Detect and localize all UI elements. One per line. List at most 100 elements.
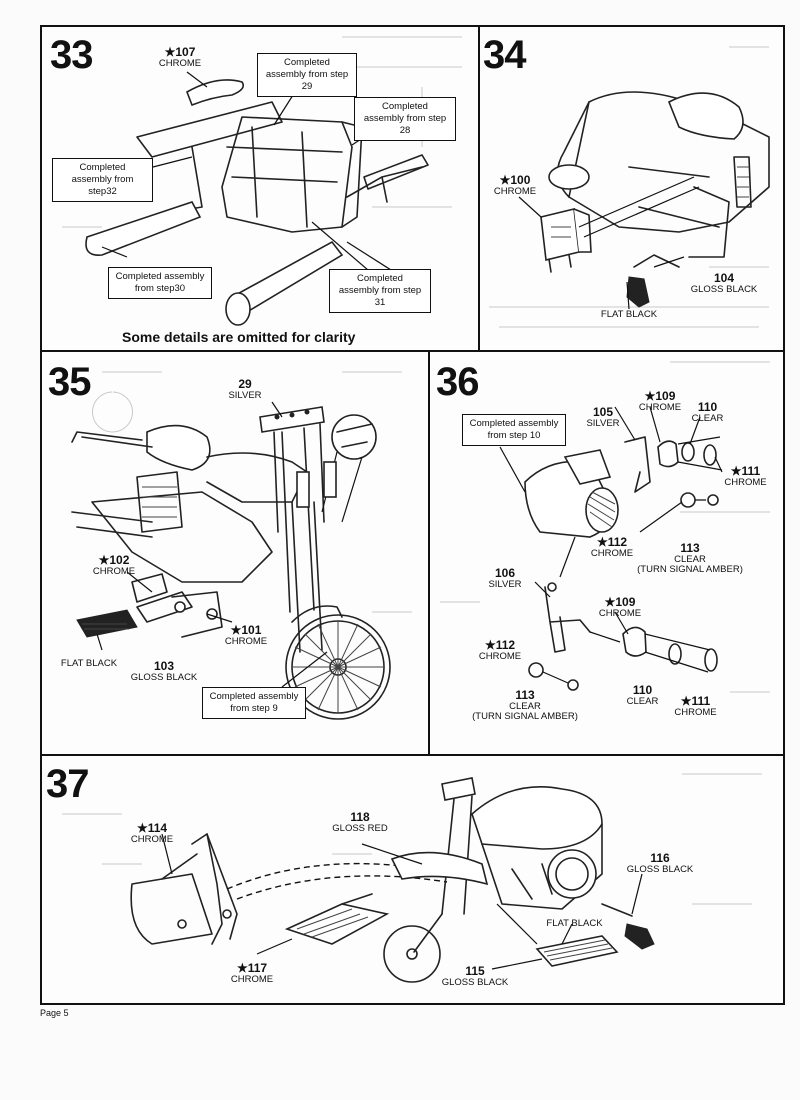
part-finish: CHROME bbox=[158, 58, 202, 69]
step-36-illustration bbox=[440, 361, 770, 693]
part-number: ★111 bbox=[730, 464, 761, 478]
part-117-label: ★117 CHROME bbox=[222, 962, 282, 985]
part-number: ★109 bbox=[604, 595, 636, 609]
part-116-label: 116 GLOSS BLACK bbox=[620, 852, 700, 875]
part-finish: GLOSS BLACK bbox=[130, 672, 198, 683]
part-finish: CHROME bbox=[478, 651, 522, 662]
part-number: ★109 bbox=[644, 389, 676, 403]
part-number: ★101 bbox=[230, 623, 262, 637]
flat-black-label: FLAT BLACK bbox=[54, 659, 124, 669]
part-number: ★112 bbox=[484, 638, 516, 652]
part-number: ★112 bbox=[596, 535, 628, 549]
part-105-label: 105 SILVER bbox=[578, 406, 628, 429]
step-number-34: 34 bbox=[483, 33, 526, 77]
part-104-label: 104 GLOSS BLACK bbox=[684, 272, 764, 295]
part-101-label: ★101 CHROME bbox=[216, 624, 276, 647]
part-note: (TURN SIGNAL AMBER) bbox=[472, 711, 578, 722]
divider-col-top bbox=[478, 27, 480, 352]
part-29-label: 29 SILVER bbox=[220, 378, 270, 401]
part-109-label: ★109 CHROME bbox=[630, 390, 690, 413]
part-115-label: 115 GLOSS BLACK bbox=[435, 965, 515, 988]
part-number: 104 bbox=[713, 271, 735, 285]
step-number-37: 37 bbox=[46, 762, 89, 806]
part-109b-label: ★109 CHROME bbox=[590, 596, 650, 619]
part-number: 29 bbox=[238, 377, 252, 391]
part-113b-label: 113 CLEAR (TURN SIGNAL AMBER) bbox=[470, 689, 580, 722]
step-37-illustration bbox=[62, 773, 762, 983]
flat-black-label: FLAT BLACK bbox=[537, 919, 612, 929]
part-102-label: ★102 CHROME bbox=[84, 554, 144, 577]
flat-black-label: FLAT BLACK bbox=[594, 310, 664, 320]
part-number: 105 bbox=[592, 405, 614, 419]
step-33-illustration bbox=[62, 36, 462, 326]
divider-row2 bbox=[42, 754, 783, 756]
callout-step-30: Completed assembly from step30 bbox=[108, 267, 212, 299]
part-finish: CLEAR bbox=[691, 413, 724, 424]
step-number-35: 35 bbox=[48, 360, 91, 404]
step-35-panel: 35 29 SILVER ★102 CHROME ★101 CHROME FLA… bbox=[42, 352, 428, 752]
part-113-label: 113 CLEAR (TURN SIGNAL AMBER) bbox=[635, 542, 745, 575]
part-finish: CHROME bbox=[230, 974, 274, 985]
step-37-panel: 37 ★114 CHROME 118 GLOSS RED 116 GLOSS B… bbox=[42, 754, 783, 1003]
part-finish: CHROME bbox=[724, 477, 767, 488]
part-100-label: ★100 CHROME bbox=[485, 174, 545, 197]
step-number-33: 33 bbox=[50, 33, 93, 77]
part-finish: SILVER bbox=[228, 390, 262, 401]
callout-step-29: Completed assembly from step 29 bbox=[257, 53, 357, 97]
part-finish: CHROME bbox=[130, 834, 174, 845]
step-35-illustration bbox=[71, 371, 412, 720]
part-number: 113 bbox=[515, 688, 535, 702]
step-33-panel: 33 ★107 CHROME Completed assembly from s… bbox=[42, 27, 478, 348]
step-36-panel: 36 Completed assembly from step 10 105 S… bbox=[430, 352, 783, 752]
part-finish: CHROME bbox=[493, 186, 537, 197]
part-finish: CLEAR bbox=[674, 554, 706, 565]
part-finish: GLOSS BLACK bbox=[690, 284, 758, 295]
part-112b-label: ★112 CHROME bbox=[470, 639, 530, 662]
part-finish: FLAT BLACK bbox=[600, 309, 658, 320]
part-number: 113 bbox=[680, 541, 700, 555]
part-106-label: 106 SILVER bbox=[480, 567, 530, 590]
part-number: ★114 bbox=[136, 821, 168, 835]
part-103-label: 103 GLOSS BLACK bbox=[124, 660, 204, 683]
part-finish: GLOSS RED bbox=[332, 823, 388, 834]
part-finish: GLOSS BLACK bbox=[441, 977, 509, 988]
divider-row1 bbox=[42, 350, 783, 352]
part-finish: CLEAR bbox=[626, 696, 659, 707]
part-number: 110 bbox=[632, 683, 653, 697]
clarity-note: Some details are omitted for clarity bbox=[122, 329, 356, 345]
part-finish: CHROME bbox=[674, 707, 717, 718]
callout-step-9: Completed assembly from step 9 bbox=[202, 687, 306, 719]
callout-step-10: Completed assembly from step 10 bbox=[462, 414, 566, 446]
part-110-label: 110 CLEAR bbox=[685, 401, 730, 424]
part-number: ★102 bbox=[98, 553, 130, 567]
part-number: ★100 bbox=[499, 173, 531, 187]
part-note: (TURN SIGNAL AMBER) bbox=[637, 564, 743, 575]
part-finish: CHROME bbox=[598, 608, 642, 619]
part-finish: FLAT BLACK bbox=[546, 918, 603, 929]
callout-step-28: Completed assembly from step 28 bbox=[354, 97, 456, 141]
callout-step-32: Completed assembly from step32 bbox=[52, 158, 153, 202]
part-number: ★107 bbox=[164, 45, 196, 59]
part-number: 118 bbox=[350, 810, 370, 824]
part-number: ★111 bbox=[680, 694, 711, 708]
page-footer: Page 5 bbox=[40, 1008, 69, 1018]
part-number: 116 bbox=[650, 851, 670, 865]
part-finish: CHROME bbox=[638, 402, 682, 413]
step-34-panel: 34 ★100 CHROME 104 GLOSS BLACK FLAT BLAC… bbox=[479, 27, 783, 348]
part-finish: CHROME bbox=[92, 566, 136, 577]
part-finish: GLOSS BLACK bbox=[626, 864, 694, 875]
step-number-36: 36 bbox=[436, 360, 479, 404]
part-finish: SILVER bbox=[488, 579, 522, 590]
part-number: 115 bbox=[465, 964, 485, 978]
part-118-label: 118 GLOSS RED bbox=[325, 811, 395, 834]
divider-col-mid bbox=[428, 352, 430, 756]
part-finish: CHROME bbox=[590, 548, 634, 559]
part-finish: CHROME bbox=[224, 636, 268, 647]
part-finish: FLAT BLACK bbox=[60, 658, 118, 669]
part-number: 110 bbox=[697, 400, 718, 414]
part-111-label: ★111 CHROME bbox=[718, 465, 773, 488]
step-34-illustration bbox=[489, 46, 770, 328]
part-112-label: ★112 CHROME bbox=[582, 536, 642, 559]
part-114-label: ★114 CHROME bbox=[122, 822, 182, 845]
part-finish: SILVER bbox=[586, 418, 620, 429]
